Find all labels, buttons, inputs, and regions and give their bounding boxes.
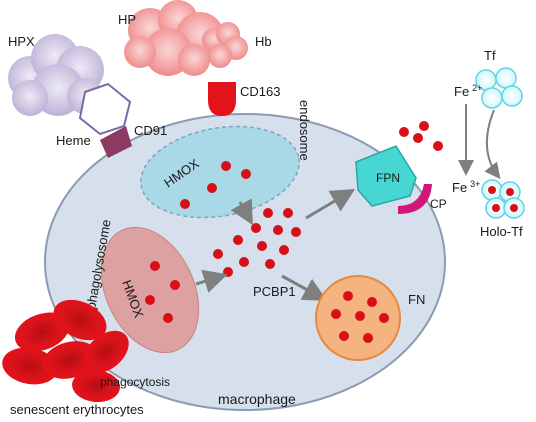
- iron-dot: [367, 297, 377, 307]
- iron-dot: [163, 313, 173, 323]
- erythrocyte: [42, 341, 98, 379]
- arrow-pool-to-fn: [281, 274, 328, 301]
- iron-dot: [251, 223, 261, 233]
- macrophage-label: macrophage: [218, 391, 296, 407]
- phagocytosis-label: phagocytosis: [100, 375, 170, 389]
- iron-dot: [331, 309, 341, 319]
- iron-dot: [145, 295, 155, 305]
- exported-iron-dots: [399, 121, 443, 151]
- heme-hexagon: [78, 82, 132, 136]
- iron-dot: [413, 133, 423, 143]
- iron-dot: [239, 257, 249, 267]
- fe2-base: Fe: [454, 84, 469, 99]
- iron-dot: [233, 235, 243, 245]
- iron-dot: [510, 204, 518, 212]
- pcbp1-iron-cluster: [213, 208, 301, 277]
- erythrocyte: [53, 299, 107, 341]
- senescent-erythrocytes-label: senescent erythrocytes: [10, 402, 144, 417]
- iron-dot: [150, 261, 160, 271]
- erythrocyte: [72, 369, 120, 403]
- iron-dot: [221, 161, 231, 171]
- holo-tf-label: Holo-Tf: [480, 224, 523, 239]
- hb-label: Hb: [255, 34, 272, 49]
- iron-dot: [379, 313, 389, 323]
- iron-dot: [355, 311, 365, 321]
- cp-label: CP: [430, 197, 447, 211]
- fe3-base: Fe: [452, 180, 467, 195]
- pcbp1-label: PCBP1: [253, 284, 296, 299]
- fn-label: FN: [408, 292, 425, 307]
- phagolysosome-iron-dots: [145, 261, 180, 323]
- arrow-endosome-to-pool: [230, 198, 253, 226]
- endosome-iron-dots: [180, 161, 251, 209]
- fpn-label: FPN: [376, 171, 400, 185]
- iron-dot: [170, 280, 180, 290]
- endosome: [140, 125, 300, 219]
- iron-dot: [343, 291, 353, 301]
- iron-dot: [180, 199, 190, 209]
- senescent-erythrocytes: [2, 299, 129, 403]
- iron-dot: [279, 245, 289, 255]
- transferrin-cluster: [475, 67, 523, 109]
- cd91-label: CD91: [134, 123, 167, 138]
- iron-dot: [207, 183, 217, 193]
- fe2-charge: 2+: [472, 83, 482, 93]
- iron-dot: [283, 208, 293, 218]
- fe3-charge: 3+: [470, 179, 480, 189]
- cd163-label: CD163: [240, 84, 280, 99]
- iron-dot: [399, 127, 409, 137]
- iron-dot: [223, 267, 233, 277]
- cd91-receptor: [100, 126, 132, 158]
- cd163-receptor: [208, 82, 236, 116]
- iron-dot: [488, 186, 496, 194]
- iron-dot: [263, 208, 273, 218]
- arrow-phagolysosome-to-pool: [195, 269, 228, 293]
- phagolysosome: [100, 226, 200, 354]
- iron-dot: [419, 121, 429, 131]
- iron-dot: [506, 188, 514, 196]
- ferritin-iron-dots: [331, 291, 389, 343]
- iron-dot: [265, 259, 275, 269]
- hp-label: HP: [118, 12, 136, 27]
- holo-tf-cluster: [481, 179, 525, 219]
- iron-dot: [241, 169, 251, 179]
- hb-cloud: [202, 22, 248, 68]
- iron-dot: [291, 227, 301, 237]
- iron-dot: [273, 225, 283, 235]
- heme-label: Heme: [56, 133, 91, 148]
- iron-dot: [213, 249, 223, 259]
- endosome-label: endosome: [297, 100, 312, 161]
- iron-dot: [363, 333, 373, 343]
- arrow-pool-to-fpn: [305, 188, 356, 220]
- arrow-tf-to-holo-tf: [484, 109, 501, 180]
- cp-ceruloplasmin: [398, 184, 432, 214]
- hpx-label: HPX: [8, 34, 35, 49]
- erythrocyte: [14, 312, 70, 352]
- tf-label: Tf: [484, 48, 496, 63]
- iron-dot: [433, 141, 443, 151]
- erythrocyte: [83, 330, 129, 374]
- iron-dot: [492, 204, 500, 212]
- iron-dot: [257, 241, 267, 251]
- hp-cloud: [124, 0, 224, 76]
- iron-dot: [339, 331, 349, 341]
- erythrocyte: [2, 347, 58, 385]
- fpn-transporter: [355, 145, 417, 207]
